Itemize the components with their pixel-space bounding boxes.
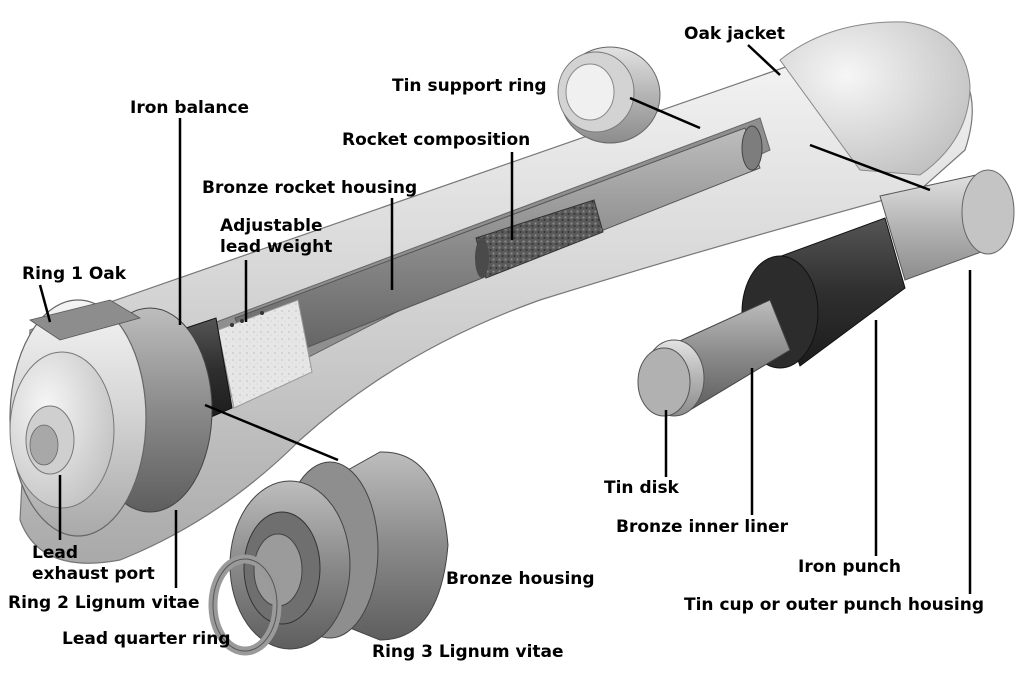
label-iron-balance: Iron balance	[130, 98, 250, 118]
label-ring-3-lignum-vitae: Ring 3 Lignum vitae	[372, 642, 564, 662]
label-tin-disk: Tin disk	[604, 478, 679, 498]
leader-bronze-housing	[204, 403, 339, 462]
leader-ring-1-oak	[38, 284, 52, 323]
leader-tin-support-ring	[629, 96, 701, 130]
label-bronze-inner-liner: Bronze inner liner	[616, 517, 789, 537]
leader-lines	[38, 44, 972, 594]
leader-oak-jacket	[747, 44, 781, 76]
lead-weight-shape	[217, 299, 313, 409]
label-iron-punch: Iron punch	[798, 557, 901, 577]
lead-quarter-ring-shape	[208, 554, 282, 656]
label-tin-cup-outer-punch-housing: Tin cup or outer punch housing	[684, 595, 985, 615]
label-rocket-composition: Rocket composition	[342, 130, 531, 150]
label-bronze-rocket-housing: Bronze rocket housing	[202, 178, 418, 198]
label-oak-jacket: Oak jacket	[684, 24, 786, 44]
label-ring-2-lignum-vitae: Ring 2 Lignum vitae	[8, 593, 200, 613]
label-lead-exhaust-port: Lead exhaust port	[32, 543, 155, 584]
label-bronze-housing: Bronze housing	[446, 569, 595, 589]
lead-exhaust-port-shape	[9, 351, 115, 509]
label-tin-support-ring: Tin support ring	[392, 76, 547, 96]
tin-cup-outer-punch-housing-shape	[879, 169, 1015, 281]
tin-support-ring-shape	[557, 46, 661, 144]
bronze-housing-shape	[229, 480, 351, 650]
label-ring-1-oak: Ring 1 Oak	[22, 264, 127, 284]
tin-disk-shape	[637, 339, 705, 417]
rocket-composition-shape	[475, 199, 604, 279]
label-adjustable-lead-weight: Adjustable lead weight	[220, 216, 333, 257]
leader-oak-body	[809, 143, 931, 192]
label-lead-quarter-ring: Lead quarter ring	[62, 629, 231, 649]
